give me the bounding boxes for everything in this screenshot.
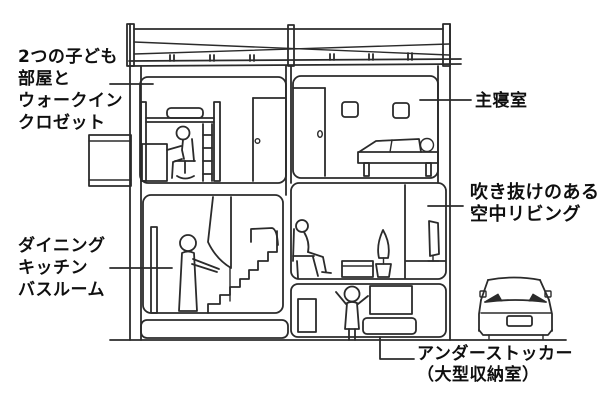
label-line: クロゼット: [18, 113, 106, 133]
loft-bunk-bed: [140, 101, 221, 182]
bed: [357, 138, 439, 177]
dining-kitchen: [142, 194, 284, 314]
label-line: 吹き抜けのある: [470, 182, 600, 203]
curtain: [207, 196, 232, 269]
car: [478, 276, 553, 340]
label-master-bedroom: 主寝室: [475, 90, 528, 112]
tv: [427, 220, 440, 262]
car-bumper: [478, 329, 553, 336]
side-mirror: [479, 290, 487, 298]
label-line: キッチン: [18, 258, 88, 278]
door-knob: [317, 129, 324, 138]
desk: [141, 143, 168, 182]
label-line: ダイニング: [18, 236, 106, 256]
sleeping-person: [419, 137, 435, 153]
potted-plant: [375, 229, 392, 278]
window: [341, 101, 359, 118]
toddler: [335, 285, 369, 341]
living-room: [290, 182, 447, 280]
storage-box: [369, 285, 413, 315]
label-line: 空中リビング: [470, 204, 581, 225]
desk-chair: [174, 138, 196, 180]
staircase: [207, 227, 279, 314]
label-line: バスルーム: [18, 280, 105, 300]
label-under-stocker: アンダーストッカー （大型収納室）: [417, 344, 573, 386]
under-floor-storage: [140, 283, 447, 341]
storage-box: [362, 317, 417, 335]
label-line: 主寝室: [475, 91, 528, 111]
storage-room: [290, 283, 447, 338]
roof-slab-top: [128, 58, 462, 62]
master-bedroom: [292, 75, 439, 179]
stair-steps: [207, 230, 278, 314]
exterior-walls: [129, 23, 451, 341]
car-roof: [487, 276, 541, 281]
label-dining-kitchen: ダイニング キッチン バスルーム: [18, 235, 106, 301]
door-knob: [254, 137, 261, 144]
license-plate: [506, 315, 533, 327]
standing-person: [178, 234, 220, 312]
label-line: 2つの子ども: [18, 47, 118, 67]
bay-window: [88, 134, 132, 187]
leader-lines: [109, 83, 472, 360]
label-line: （大型収納室）: [417, 365, 540, 385]
studying-person: [166, 125, 191, 179]
roof-slab-bottom: [128, 63, 462, 67]
mattress: [166, 107, 204, 119]
ladder: [202, 123, 213, 182]
kitchen-partition: [150, 226, 158, 314]
roof-balusters: [169, 52, 413, 62]
seated-person: [295, 219, 332, 274]
window: [392, 102, 410, 119]
label-children-room: 2つの子ども 部屋と ウォークイン クロゼット: [18, 46, 123, 134]
label-line: アンダーストッカー: [417, 344, 573, 364]
storage-box: [297, 298, 317, 333]
label-line: 部屋と: [18, 69, 71, 89]
label-line: ウォークイン: [18, 91, 123, 111]
side-mirror: [544, 290, 552, 298]
label-aerial-living: 吹き抜けのある 空中リビング: [470, 182, 600, 226]
stair-railing: [250, 227, 279, 246]
coffee-table: [341, 260, 374, 278]
rooftop-balcony: [126, 23, 462, 67]
children-room: [139, 76, 287, 184]
roof-slope-line: [133, 43, 450, 55]
leader-under-stocker: [379, 336, 415, 360]
foundation-platform: [140, 319, 289, 339]
armchair: [292, 228, 319, 279]
